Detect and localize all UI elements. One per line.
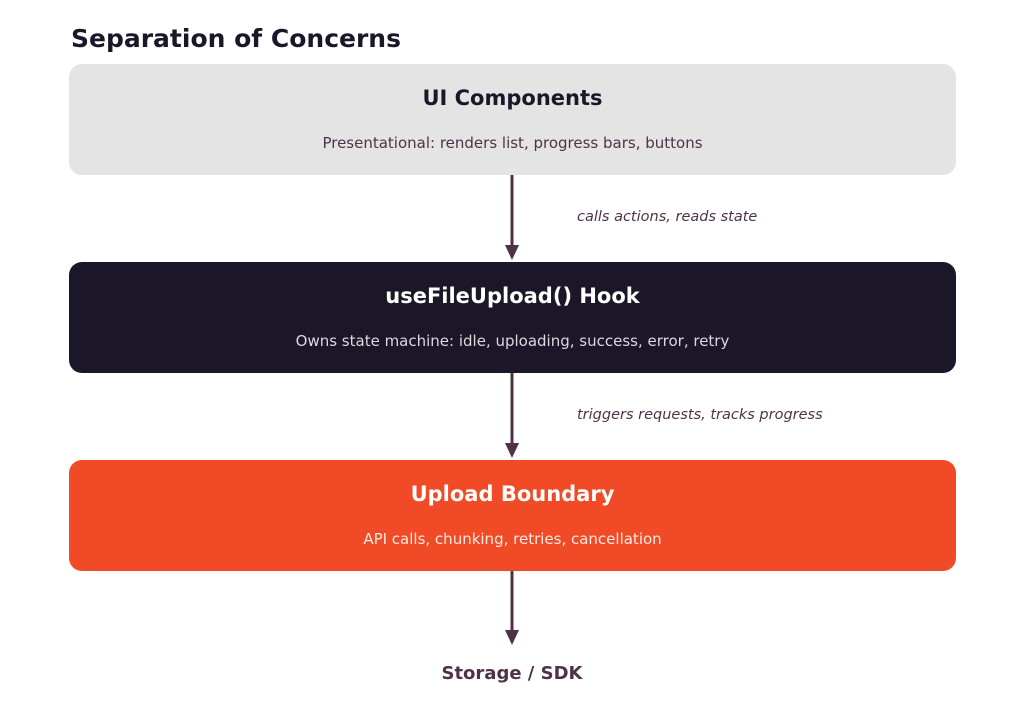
ui-components-description: Presentational: renders list, progress b… <box>322 134 703 152</box>
hook-description: Owns state machine: idle, uploading, suc… <box>295 332 730 350</box>
upload-boundary-title: Upload Boundary <box>410 482 615 506</box>
hook-title: useFileUpload() Hook <box>385 284 640 308</box>
diagram-title: Separation of Concerns <box>71 24 401 53</box>
storage-sdk-label: Storage / SDK <box>441 663 583 684</box>
upload-boundary-description: API calls, chunking, retries, cancellati… <box>363 530 662 548</box>
upload-boundary-box: Upload Boundary API calls, chunking, ret… <box>69 460 956 571</box>
arrow-hook-to-boundary <box>505 373 519 458</box>
hook-box: useFileUpload() Hook Owns state machine:… <box>69 262 956 373</box>
connector-label-triggers-requests: triggers requests, tracks progress <box>577 407 823 423</box>
ui-components-box: UI Components Presentational: renders li… <box>69 64 956 175</box>
arrow-boundary-to-storage <box>505 571 519 645</box>
connector-label-calls-actions: calls actions, reads state <box>577 209 758 225</box>
arrow-ui-to-hook <box>505 175 519 260</box>
ui-components-title: UI Components <box>422 86 603 110</box>
